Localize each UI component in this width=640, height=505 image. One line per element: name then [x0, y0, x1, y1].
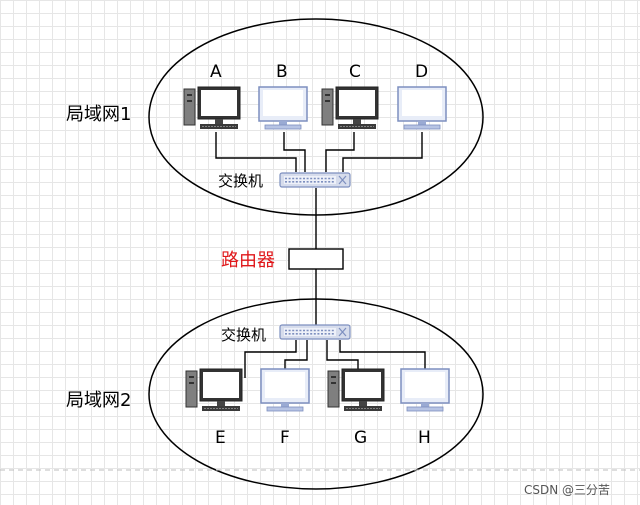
computer-f-label: F [280, 428, 290, 448]
lan-1: 局域网1 A B C D 交换机 [66, 18, 484, 216]
switch-1-icon [279, 172, 351, 188]
lan-2-boundary [148, 298, 484, 490]
computer-d-label: D [415, 62, 428, 82]
router-box [288, 248, 344, 270]
computer-b-label: B [276, 62, 288, 82]
computer-h-icon [400, 368, 450, 412]
lan-2-label: 局域网2 [66, 390, 131, 411]
computer-a-label: A [210, 62, 222, 82]
router: 路由器 [221, 188, 344, 325]
lan-1-cables [215, 132, 423, 172]
switch-2-icon [279, 324, 351, 340]
switch-2-label: 交换机 [221, 326, 266, 344]
computer-g-label: G [354, 428, 367, 448]
computer-c-label: C [349, 62, 361, 82]
computer-e-icon [185, 368, 243, 412]
computer-g-icon [327, 368, 385, 412]
computer-a-icon [183, 86, 241, 130]
computer-c-icon [321, 86, 379, 130]
router-label: 路由器 [221, 250, 275, 271]
computer-b-icon [258, 86, 308, 130]
computer-f-icon [260, 368, 310, 412]
switch-1-label: 交换机 [218, 172, 263, 190]
computer-d-icon [397, 86, 447, 130]
lan-2: 局域网2 交换机 E F G H [66, 298, 484, 490]
computer-e-label: E [215, 428, 226, 448]
lan-1-label: 局域网1 [66, 104, 131, 125]
computer-h-label: H [418, 428, 431, 448]
watermark: CSDN @三分苦 [524, 483, 610, 497]
